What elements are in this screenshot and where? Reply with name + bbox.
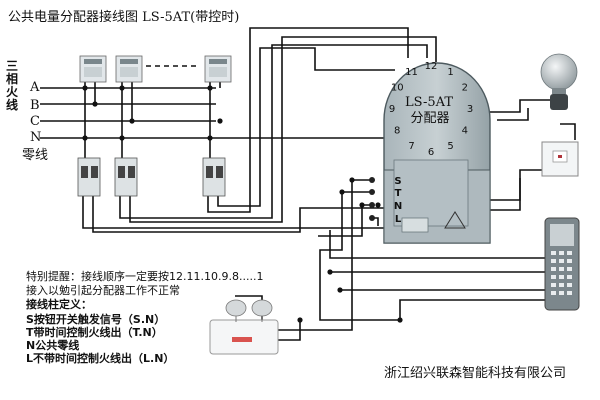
terminal-label: N (394, 201, 402, 212)
meter-2 (115, 55, 143, 83)
company-name: 浙江绍兴联森智能科技有限公司 (384, 366, 567, 381)
wires (40, 27, 576, 341)
breaker-1 (77, 157, 101, 197)
dial-number: 2 (462, 83, 468, 94)
meter-1 (79, 55, 107, 83)
note-line-1: 特别提醒：接线顺序一定要按12.11.10.9.8.....1 (26, 270, 264, 283)
definition-n: N公共零线 (26, 339, 80, 352)
bulb-icon (540, 53, 578, 110)
dial-number: 9 (389, 104, 395, 115)
neutral-n-label: N (30, 130, 42, 145)
dial-number: 6 (428, 147, 434, 158)
phase-c-label: C (30, 114, 40, 129)
distributor-name-label: 分配器 (410, 111, 449, 126)
distributor-model-label: LS-5AT (405, 95, 453, 110)
phase-b-label: B (30, 98, 40, 113)
distributor-unit (369, 62, 491, 244)
definition-s: S按钮开关触发信号（S.N） (26, 313, 166, 326)
terminal-label: S (394, 176, 401, 187)
dial-number: 8 (394, 126, 400, 137)
junction-dots (82, 85, 403, 323)
meter-3 (204, 55, 232, 83)
dial-number: 4 (462, 126, 468, 137)
wall-switch-icon (541, 141, 579, 177)
dial-number: 11 (405, 67, 418, 78)
dial-number: 10 (391, 83, 404, 94)
three-phase-label: 三相火线 (6, 59, 19, 112)
terminal-screws (369, 177, 375, 221)
definition-t: T带时间控制火线出（T.N） (26, 326, 163, 339)
terminal-label: L (395, 214, 402, 225)
note-line-2: 接入以勉引起分配器工作不正常 (26, 284, 180, 297)
keypad-icon (544, 217, 580, 311)
breaker-2 (114, 157, 138, 197)
neutral-label: 零线 (22, 148, 49, 163)
diagram-title: 公共电量分配器接线图 LS-5AT(带控时) (8, 10, 240, 25)
dial-number: 3 (467, 104, 473, 115)
dial-number: 12 (425, 61, 438, 72)
dial-number: 7 (408, 141, 414, 152)
dial-number: 5 (447, 141, 453, 152)
definitions-title: 接线柱定义： (26, 298, 92, 311)
terminal-label: T (395, 188, 402, 199)
definition-l: L不带时间控制火线出（L.N） (26, 352, 175, 365)
breaker-3 (202, 157, 226, 197)
phase-a-label: A (30, 80, 40, 95)
dial-number: 1 (447, 67, 453, 78)
emergency-light-icon (209, 299, 279, 355)
